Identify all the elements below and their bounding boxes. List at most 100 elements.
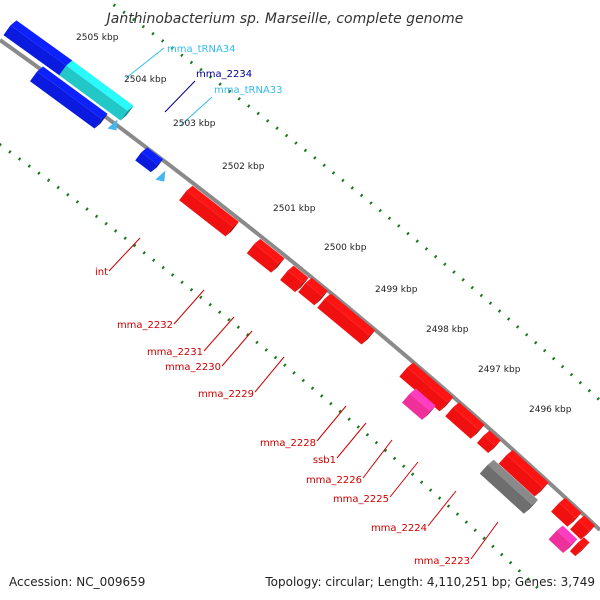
gene-front-face <box>30 71 102 129</box>
gene-mma-2234 <box>135 147 164 173</box>
gene-mma-2224 <box>479 459 538 514</box>
leader-line <box>470 521 499 560</box>
trna-marker-1 <box>155 170 166 182</box>
gene-side-face <box>150 159 164 173</box>
gene-top-face <box>578 537 590 548</box>
gene-side-face <box>575 542 590 557</box>
gene-top-face <box>483 430 501 446</box>
gene-mma-2236 <box>30 66 108 129</box>
gene-front-face <box>498 454 543 497</box>
gene-top-face <box>305 277 328 296</box>
gene-top-face <box>186 185 239 227</box>
leader-line <box>221 330 253 367</box>
gene-mma-2229 <box>317 293 376 345</box>
leader-line <box>173 289 205 325</box>
gene-side-face <box>534 482 549 497</box>
gene-mma-2223b <box>570 515 596 540</box>
gene-label: mma_2225 <box>333 494 389 505</box>
gene-label: mma_tRNA33 <box>214 85 283 96</box>
gene-features <box>3 20 596 557</box>
gene-side-face <box>422 405 436 420</box>
leader-line <box>336 422 367 459</box>
leader-line <box>108 237 141 272</box>
gene-top-face <box>141 147 164 165</box>
gene-side-face <box>314 290 328 306</box>
leader-line <box>389 461 419 498</box>
gene-top-face <box>254 238 285 264</box>
accession-text: Accession: NC_009659 <box>9 575 145 589</box>
gene-side-face <box>470 424 485 439</box>
gene-top-face <box>324 293 376 336</box>
gene-label: mma_2230 <box>165 362 221 373</box>
gene-top-face <box>66 60 134 111</box>
gene-top-face <box>556 525 578 545</box>
leader-line <box>125 47 165 79</box>
gene-mma-2227 <box>445 402 485 439</box>
gene-side-face <box>580 525 596 540</box>
leader-line <box>203 316 235 352</box>
gene-top-face <box>287 265 309 283</box>
leader-line <box>316 405 347 442</box>
leader-line <box>254 356 285 393</box>
gene-label: mma_tRNA34 <box>167 44 236 55</box>
kbp-label: 2497 kbp <box>478 365 521 375</box>
gene-top-face <box>559 497 582 519</box>
gene-front-face <box>569 542 584 557</box>
map-title: Janthinobacterium sp. Marseille, complet… <box>104 11 464 27</box>
gene-label: int <box>95 267 108 278</box>
leader-line <box>362 439 393 479</box>
gene-side-face <box>488 440 501 454</box>
gene-front-face <box>476 435 495 454</box>
kbp-label: 2502 kbp <box>222 162 265 172</box>
gene-label: mma_2224 <box>371 523 427 534</box>
gene-side-face <box>94 113 108 129</box>
gene-label: mma_2232 <box>117 320 173 331</box>
gene-front-face <box>3 25 67 76</box>
kbp-label: 2499 kbp <box>375 285 418 295</box>
gene-mma-2222 <box>569 537 590 557</box>
kbp-label: 2504 kbp <box>124 75 167 85</box>
gene-mma-2225 <box>498 449 549 497</box>
gene-mma-2231 <box>280 265 309 293</box>
gene-front-face <box>246 243 279 273</box>
gene-label: mma_2223 <box>414 556 470 567</box>
gene-front-face <box>59 65 128 121</box>
gene-front-face <box>479 464 532 514</box>
gene-top-face <box>37 66 108 119</box>
gene-front-face <box>399 367 428 394</box>
gene-front-face <box>445 407 479 439</box>
tick-row-outer <box>104 0 600 403</box>
leader-line <box>179 96 213 127</box>
gene-side-face <box>361 330 376 345</box>
gene-side-face <box>439 397 454 412</box>
gene-int <box>179 185 239 237</box>
label-leader-lines <box>108 47 499 560</box>
gene-label: mma_2231 <box>147 347 203 358</box>
gene-mma-2226 <box>476 430 501 454</box>
leader-line <box>164 80 196 113</box>
gene-front-face <box>179 190 233 237</box>
topology-text: Topology: circular; Length: 4,110,251 bp… <box>264 575 595 589</box>
gene-ssb1 <box>402 388 436 420</box>
gene-side-face <box>225 221 239 237</box>
gene-top-face <box>487 459 538 505</box>
gene-side-face <box>567 513 582 527</box>
gene-front-face <box>570 520 590 540</box>
gene-mma-2230 <box>298 277 328 306</box>
kbp-label: 2498 kbp <box>426 325 469 335</box>
leader-line <box>427 490 457 527</box>
gene-top-face <box>427 379 454 403</box>
gene-front-face <box>551 502 576 527</box>
trna-marker-0 <box>107 119 118 131</box>
kbp-label: 2505 kbp <box>76 33 119 43</box>
gene-label: mma_2226 <box>306 475 362 486</box>
gene-front-face <box>419 384 448 412</box>
kbp-label: 2496 kbp <box>529 405 572 415</box>
gene-front-face <box>402 393 430 420</box>
gene-mma-2223 <box>548 525 578 553</box>
gene-front-face <box>317 298 370 345</box>
gene-side-face <box>563 539 578 553</box>
gene-mma-2232 <box>246 238 285 273</box>
